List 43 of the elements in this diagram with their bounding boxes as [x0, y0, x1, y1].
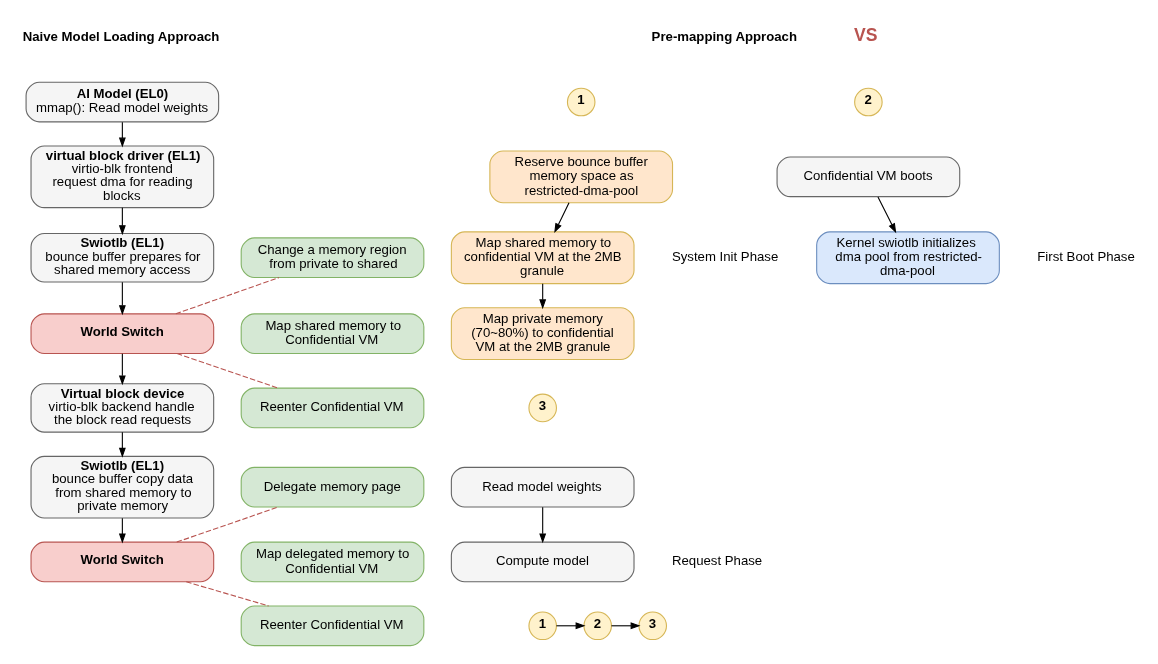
- node-circle: 1: [528, 611, 557, 641]
- node-box: Reenter Confidential VM: [240, 605, 425, 647]
- node-box: Kernel swiotlb initializes dma pool from restricted-dma-pool: [816, 231, 1000, 285]
- label: Naive Model Loading Approach: [22, 28, 220, 44]
- label: VS: [854, 25, 878, 46]
- node-box: Map private memory (70~80%) to confidential VM at the 2MB granule: [450, 307, 635, 361]
- node-box: Swiotlb (EL1) bounce buffer prepares for shared memory access: [30, 232, 215, 283]
- connector: [175, 277, 280, 315]
- arrow: [118, 353, 126, 386]
- node-box: World Switch: [30, 313, 215, 354]
- node-box: World Switch: [30, 541, 215, 583]
- connector: [176, 352, 279, 389]
- node-box: Virtual block device virtio-blk backend handle the block read requests: [30, 383, 215, 433]
- node-box: Change a memory region from private to shared: [240, 237, 425, 279]
- node-box: Delegate memory page: [240, 466, 425, 508]
- arrow: [554, 202, 570, 234]
- node-box: Map shared memory to confidential VM at the 2MB granule: [450, 231, 635, 285]
- node-box: Read model weights: [450, 466, 635, 508]
- node-box: Confidential VM boots: [776, 156, 961, 198]
- node-box: Swiotlb (EL1) bounce buffer copy data from shared memory to private memory: [30, 455, 215, 519]
- node-box: Map delegated memory to Confidential VM: [240, 541, 425, 583]
- node-box: Map shared memory to Confidential VM: [240, 313, 425, 354]
- label: First Boot Phase: [1037, 249, 1135, 265]
- arrow: [610, 622, 641, 630]
- arrow: [118, 281, 126, 316]
- connector: [176, 506, 279, 543]
- arrow: [539, 506, 547, 544]
- arrow: [555, 622, 586, 630]
- label: Request Phase: [671, 553, 763, 569]
- label: Pre-mapping Approach: [651, 28, 797, 44]
- node-circle: 1: [566, 87, 596, 117]
- node-box: Reenter Confidential VM: [240, 387, 425, 429]
- node-box: virtual block driver (EL1) virtio-blk frontend request dma for reading blocks: [30, 145, 215, 209]
- node-box: Reserve bounce buffer memory space as restricted-dma-pool: [489, 150, 674, 204]
- node-circle: 2: [854, 87, 883, 117]
- arrow: [877, 196, 897, 234]
- node-circle: 3: [638, 611, 668, 641]
- node-box: AI Model (EL0) mmap(): Read model weights: [25, 81, 220, 123]
- connector: [185, 581, 270, 607]
- label: System Init Phase: [671, 249, 779, 265]
- node-circle: 3: [528, 393, 557, 423]
- node-box: Compute model: [450, 541, 635, 583]
- node-circle: 2: [583, 611, 612, 641]
